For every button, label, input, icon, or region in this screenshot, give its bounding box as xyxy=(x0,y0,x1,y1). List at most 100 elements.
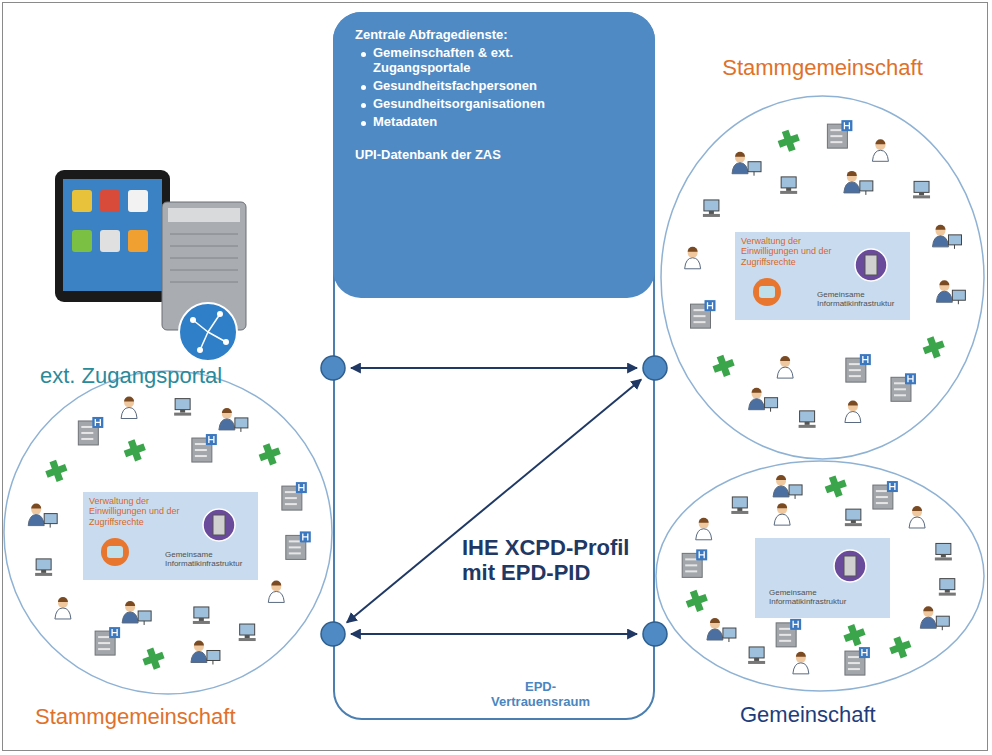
hospital-window xyxy=(849,363,861,365)
hospital-sign-mark xyxy=(708,302,713,309)
protocol-label: IHE XCPD-Profil mit EPD-PID xyxy=(462,535,647,586)
computer-screen xyxy=(749,647,764,658)
infrastructure-panel: Gemeinsame Informatikinfrastruktur xyxy=(755,538,890,618)
computer-screen xyxy=(207,650,220,660)
doctor-hair xyxy=(735,152,745,157)
doctor-head xyxy=(31,505,41,515)
doctor-hair xyxy=(125,601,135,606)
hospital-window xyxy=(685,570,697,572)
computer-screen xyxy=(936,543,951,554)
hospital-window xyxy=(849,369,861,371)
hospital-sign xyxy=(859,647,870,658)
app-icon xyxy=(100,230,120,252)
computer-screen xyxy=(800,411,815,422)
server-icon-box xyxy=(844,556,856,576)
doctor-head xyxy=(847,172,857,182)
computer-stand xyxy=(958,300,959,304)
computer-screen xyxy=(781,177,796,188)
connection-point xyxy=(321,356,345,380)
computer-stand xyxy=(865,191,866,195)
server-slot xyxy=(170,270,238,271)
computer-screen xyxy=(748,162,761,172)
doctor-hair xyxy=(710,618,720,623)
computer-stand xyxy=(728,638,729,642)
doctor-hair xyxy=(912,506,922,511)
doctor-hair xyxy=(31,504,41,509)
computer-keyboard xyxy=(913,195,930,198)
hospital-window xyxy=(98,642,110,644)
hospital-sign xyxy=(296,482,307,493)
computer-stand xyxy=(919,192,924,195)
hospital-window xyxy=(830,135,842,137)
computer-stand xyxy=(737,508,742,511)
computer-screen xyxy=(138,611,151,621)
doctor-head xyxy=(194,641,204,651)
computer-screen xyxy=(194,607,209,618)
doctor-body xyxy=(122,612,138,623)
computer-stand xyxy=(786,188,791,191)
computer-screen xyxy=(940,579,955,590)
doctor-hair xyxy=(699,518,709,523)
server-icon xyxy=(203,509,235,541)
computer-stand xyxy=(144,621,145,625)
computer-stand xyxy=(945,590,950,593)
hospital-window xyxy=(779,640,791,642)
exchange-arrow xyxy=(351,367,637,369)
doctor-body xyxy=(774,514,790,525)
server-front xyxy=(168,208,240,222)
doctor-body xyxy=(777,367,793,378)
hospital-window xyxy=(894,382,906,384)
server-slot xyxy=(170,234,238,235)
server-icon xyxy=(855,249,887,281)
hospital-sign-mark xyxy=(209,436,214,443)
pharmacy-cross xyxy=(683,587,710,614)
portal-label: ext. Zugangsportal xyxy=(40,363,320,388)
hospital-sign-mark xyxy=(699,551,704,558)
doctor-hair xyxy=(752,388,762,393)
hospital-sign-mark xyxy=(863,356,868,363)
doctor-head xyxy=(58,598,68,608)
computer-stand xyxy=(754,172,755,176)
service-item: Gemeinschaften & ext. Zugangsportale xyxy=(373,46,573,76)
computer-stand xyxy=(942,626,943,630)
computer-stand xyxy=(41,570,46,573)
hospital-sign-mark xyxy=(862,649,867,656)
doctor-head xyxy=(124,398,134,408)
community-outline xyxy=(4,371,332,694)
doctor-head xyxy=(848,402,858,412)
hospital-window xyxy=(285,491,297,493)
doctor-body xyxy=(191,651,207,662)
computer-stand xyxy=(805,422,810,425)
pharmacy-cross xyxy=(121,437,148,464)
computer-screen xyxy=(44,514,57,524)
community-ellipse: StammgemeinschaftVerwaltung der Einwilli… xyxy=(3,370,333,695)
doctor-body xyxy=(55,608,71,619)
globe-icon xyxy=(179,303,237,361)
hospital-sign xyxy=(887,481,898,492)
network-node xyxy=(217,311,223,317)
pharmacy-cross xyxy=(710,352,737,379)
pharmacy-cross xyxy=(775,127,802,154)
community-ellipse: GemeinschaftGemeinsame Informatikinfrast… xyxy=(655,460,985,692)
hospital-window xyxy=(849,375,861,377)
doctor-body xyxy=(732,163,748,174)
hospital-sign-mark xyxy=(95,419,100,426)
doctor-body xyxy=(696,529,712,540)
doctor-hair xyxy=(796,652,806,657)
community-heading: Stammgemeinschaft xyxy=(660,55,985,80)
doctor-body xyxy=(28,515,44,526)
computer-screen xyxy=(235,418,248,428)
database-label: UPI-Datenbank der ZAS xyxy=(355,148,635,163)
computer-stand xyxy=(795,495,796,499)
server-icon-box xyxy=(213,515,225,535)
computer-screen xyxy=(846,509,861,520)
computer-screen xyxy=(914,181,929,192)
hospital-sign xyxy=(705,300,716,311)
doctor-head xyxy=(688,248,698,258)
hospital-sign-mark xyxy=(890,483,895,490)
community-heading: Stammgemeinschaft xyxy=(35,704,315,729)
exchange-arrow xyxy=(347,379,641,622)
access-portal: ext. Zugangsportal xyxy=(30,160,320,400)
network-node xyxy=(223,339,229,345)
hospital-window xyxy=(685,558,697,560)
